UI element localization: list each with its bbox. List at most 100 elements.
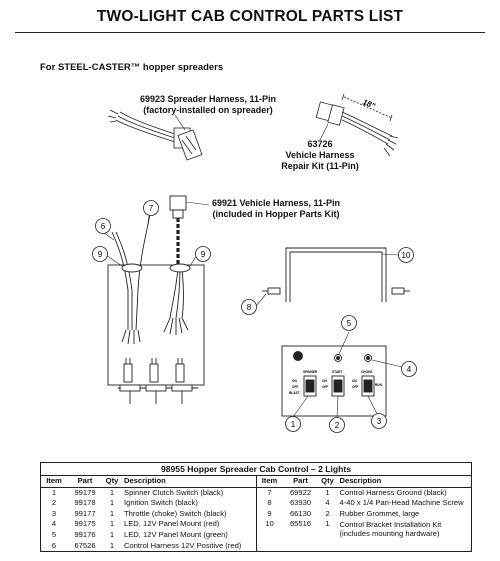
balloon-10: 10 [398,247,414,263]
repair-kit-drawing [315,93,399,157]
balloon-8: 8 [241,299,257,315]
balloon-6-label: 6 [101,222,106,231]
leader-lines [103,201,403,419]
dimension-label: 18" [361,98,376,111]
table-row: 8 63930 4 4-40 x 1/4 Pan-Head Machine Sc… [257,498,472,509]
panel-label-spinner: SPINNER [303,370,318,374]
table-header: Item Part Qty Description [256,476,471,488]
cell-qty: 2 [325,508,330,518]
balloon-4-label: 4 [407,365,412,374]
cell-item: 7 [267,487,272,497]
table-row: 7 69922 1 Control Harness Ground (black) [257,488,472,499]
balloon-9-right: 9 [195,246,211,262]
balloon-3-label: 3 [377,417,382,426]
parts-diagram: 18" [92,93,417,433]
table-row: 10 65516 1 Control Bracket Installation … [257,519,472,539]
balloon-9-left: 9 [92,246,108,262]
balloon-3: 3 [371,413,387,429]
cell-description: Control Bracket Installation Kit (includ… [339,519,442,539]
parts-table-right: Item Part Qty Description 7 69922 1 Cont… [256,476,472,551]
table-row: 6 67526 1 Control Harness 12V Positive (… [41,541,256,552]
cell-qty: 1 [325,487,330,497]
cell-description: Throttle (choke) Switch (black) [124,508,227,518]
cell-item: 3 [51,508,57,518]
control-box-side-view [107,195,205,404]
cell-description: Rubber Grommet, large [339,508,420,518]
repair-kit-callout: 63726 Vehicle Harness Repair Kit (11-Pin… [270,139,370,172]
parts-table-title: 98955 Hopper Spreader Cab Control – 2 Li… [41,463,471,476]
cell-item: 10 [265,519,274,529]
parts-table-columns: Item Part Qty Description 1 99179 1 Spin… [41,476,472,552]
cell-item: 9 [267,508,272,518]
repair-kit-line3: Repair Kit (11-Pin) [281,161,359,171]
cell-qty: 1 [109,529,115,539]
panel-label-off: OFF [292,385,298,389]
subtitle: For STEEL-CASTER™ hopper spreaders [40,62,224,73]
spreader-harness-callout: 69923 Spreader Harness, 11-Pin (factory-… [128,94,288,116]
header-description: Description [339,476,382,485]
balloon-2-label: 2 [335,421,340,430]
cell-description: LED, 12V Panel Mount (red) [124,519,220,529]
panel-label-on-2: ON [322,379,327,383]
vehicle-harness-line1: 69921 Vehicle Harness, 11-Pin [211,198,341,208]
balloon-7-label: 7 [149,204,154,213]
cell-part: 99175 [74,519,96,529]
panel-label-start: START [332,370,342,374]
repair-kit-leader [319,123,329,141]
spreader-harness-line2: (factory-installed on spreader) [143,105,273,115]
vehicle-harness-line2: (included in Hopper Parts Kit) [212,209,340,219]
cell-part: 63930 [289,498,312,508]
panel-label-on: ON [292,379,297,383]
table-header: Item Part Qty Description [41,476,256,488]
header-item: Item [46,476,62,485]
table-row: 9 66130 2 Rubber Grommet, large [257,509,472,520]
table-row: 1 99179 1 Spinner Clutch Switch (black) [41,488,256,499]
title-rule [15,32,485,33]
spreader-harness-line1: 69923 Spreader Harness, 11-Pin [139,94,277,104]
cell-description: Control Harness Ground (black) [339,487,447,497]
panel-label-off-3: OFF [352,385,358,389]
balloon-8-label: 8 [247,303,252,312]
cell-part: 99178 [74,498,96,508]
panel-label-blast: BLAST [289,391,300,395]
table-row: 3 99177 1 Throttle (choke) Switch (black… [41,509,256,520]
header-part: Part [293,476,308,485]
balloon-1-label: 1 [291,420,296,429]
header-qty: Qty [321,476,334,485]
header-part: Part [77,476,93,485]
spreader-harness-leader [174,114,186,131]
cell-part: 65516 [289,519,312,529]
cell-description: Control Harness 12V Positive (red) [124,540,242,550]
control-bracket-drawing [262,247,410,302]
cell-part: 66130 [289,508,312,518]
cell-description: Ignition Switch (black) [124,498,198,508]
cell-part: 69922 [289,487,312,497]
cell-description: 4-40 x 1/4 Pan-Head Machine Screw [339,498,464,508]
balloon-9-right-label: 9 [201,250,206,259]
cell-description: Spinner Clutch Switch (black) [124,487,224,497]
cell-item: 2 [51,498,57,508]
parts-table-left: Item Part Qty Description 1 99179 1 Spin… [41,476,257,552]
cell-qty: 1 [109,508,115,518]
table-row: 4 99175 1 LED, 12V Panel Mount (red) [41,519,256,530]
cell-qty: 1 [109,540,115,550]
header-qty: Qty [105,476,119,485]
panel-label-run: RUN [375,383,383,387]
panel-label-choke: CHOKE [361,370,373,374]
balloon-5: 5 [341,315,357,331]
cell-qty: 1 [109,487,115,497]
header-item: Item [261,476,278,485]
balloon-2: 2 [329,417,345,433]
cell-item: 1 [51,487,57,497]
cell-item: 8 [267,498,272,508]
balloon-5-label: 5 [347,319,352,328]
cell-item: 5 [51,529,57,539]
cell-qty: 1 [109,519,115,529]
vehicle-harness-callout: 69921 Vehicle Harness, 11-Pin (included … [196,198,356,220]
cell-qty: 1 [109,498,115,508]
balloon-6: 6 [95,218,111,234]
panel-label-off-2: OFF [322,385,328,389]
cell-qty: 1 [325,519,330,529]
header-description: Description [124,476,166,485]
cell-part: 99176 [74,529,96,539]
